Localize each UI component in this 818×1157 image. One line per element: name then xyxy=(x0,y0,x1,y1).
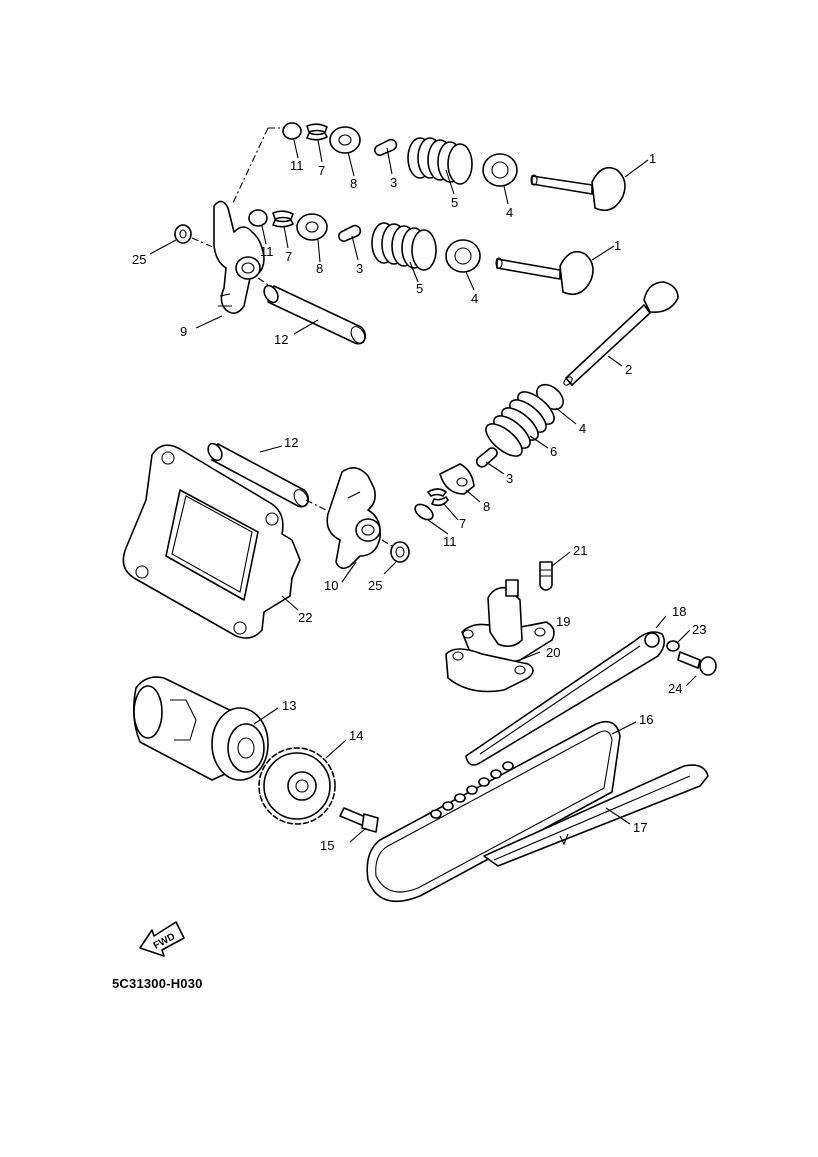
camshaft xyxy=(132,676,269,781)
valve-assembly-lower xyxy=(414,281,679,521)
spring-retainer-lower xyxy=(439,463,475,495)
o-ring xyxy=(666,640,680,652)
sprocket-bolt xyxy=(339,807,379,833)
callout-14: 14 xyxy=(349,728,363,743)
callout-7-middle: 7 xyxy=(285,249,292,264)
callout-21: 21 xyxy=(573,543,587,558)
callout-4-lower: 4 xyxy=(579,421,586,436)
callout-11-upper: 11 xyxy=(290,158,304,173)
callout-23: 23 xyxy=(692,622,706,637)
callout-16: 16 xyxy=(639,712,653,727)
callout-18: 18 xyxy=(672,604,686,619)
callout-8-lower: 8 xyxy=(483,499,490,514)
diagram-code: 5C31300-H030 xyxy=(112,976,203,991)
valve-lower xyxy=(563,281,679,386)
tensioner-guide xyxy=(465,631,666,766)
callout-4-middle: 4 xyxy=(471,291,478,306)
chain-links xyxy=(430,761,514,819)
rocker-arm-upper xyxy=(213,200,265,314)
rocker-arm-lower xyxy=(326,467,382,570)
intake-valve-upper xyxy=(530,166,626,212)
valve-cotter-middle xyxy=(272,210,294,228)
callout-19: 19 xyxy=(556,614,570,629)
callout-7-upper: 7 xyxy=(318,163,325,178)
callout-2: 2 xyxy=(625,362,632,377)
callout-8-upper: 8 xyxy=(350,176,357,191)
forward-direction-arrow: FWD xyxy=(139,921,185,957)
valve-cap-lower xyxy=(414,503,434,521)
washer-upper xyxy=(174,224,192,244)
washer-lower xyxy=(390,541,410,563)
callout-25-upper: 25 xyxy=(132,252,146,267)
valve-spring-middle xyxy=(371,222,437,271)
exhaust-valve-middle xyxy=(495,250,594,296)
callout-1-middle: 1 xyxy=(614,238,621,253)
cam-sprocket xyxy=(258,747,336,825)
callout-20: 20 xyxy=(546,645,560,660)
valve-stem-seal-lower xyxy=(475,447,498,468)
chain-guide xyxy=(483,764,709,867)
head-plate-gasket xyxy=(122,444,301,639)
cam-chain xyxy=(366,720,621,903)
callout-22: 22 xyxy=(298,610,312,625)
spring-retainer-upper xyxy=(329,126,361,154)
valve-stem-seal-upper xyxy=(374,138,398,156)
callout-12-lower: 12 xyxy=(284,435,298,450)
valve-cotter-upper xyxy=(306,123,328,141)
callout-7-lower: 7 xyxy=(459,516,466,531)
alignment-line-upper xyxy=(231,127,285,206)
callout-9: 9 xyxy=(180,324,187,339)
callout-6: 6 xyxy=(550,444,557,459)
spring-seat-upper xyxy=(482,153,518,187)
callout-3-middle: 3 xyxy=(356,261,363,276)
callout-8-middle: 8 xyxy=(316,261,323,276)
valve-cap-upper xyxy=(282,122,302,140)
callout-11-lower: 11 xyxy=(443,534,457,549)
rocker-shaft-lower xyxy=(207,442,331,513)
callout-25-lower: 25 xyxy=(368,578,382,593)
callout-12-upper: 12 xyxy=(274,332,288,347)
leader-lines xyxy=(149,139,697,843)
callout-15: 15 xyxy=(320,838,334,853)
valve-spring-upper xyxy=(407,137,473,185)
callout-13: 13 xyxy=(282,698,296,713)
callout-1-upper: 1 xyxy=(649,151,656,166)
valve-spring-lower xyxy=(485,391,555,457)
callout-24: 24 xyxy=(668,681,682,696)
valve-cap-middle xyxy=(248,209,268,227)
callout-5-middle: 5 xyxy=(416,281,423,296)
spring-seat-middle xyxy=(445,239,481,273)
callout-4-upper: 4 xyxy=(506,205,513,220)
valve-assembly-upper xyxy=(231,122,626,212)
valve-assembly-middle xyxy=(174,209,594,296)
callout-5-upper: 5 xyxy=(451,195,458,210)
callout-11-middle: 11 xyxy=(260,244,274,259)
callout-3-lower: 3 xyxy=(506,471,513,486)
valve-cotter-lower xyxy=(427,488,449,507)
chain-tensioner xyxy=(461,561,555,664)
spring-retainer-middle xyxy=(296,213,328,241)
valve-stem-seal-middle xyxy=(338,224,362,242)
guide-bolt xyxy=(677,651,717,676)
callout-labels: 1 1 2 3 3 3 4 4 4 5 5 6 7 7 7 8 8 8 9 10… xyxy=(132,151,706,853)
callout-10: 10 xyxy=(324,578,338,593)
rocker-shaft-upper xyxy=(257,277,367,345)
tensioner-gasket xyxy=(445,648,534,693)
callout-3-upper: 3 xyxy=(390,175,397,190)
callout-17: 17 xyxy=(633,820,647,835)
